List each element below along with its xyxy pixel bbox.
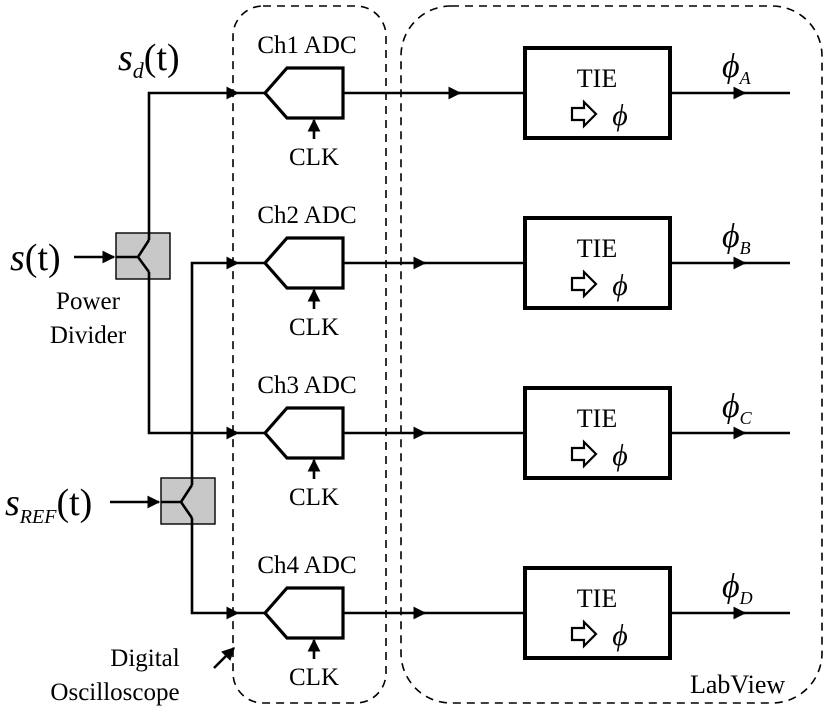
tie-phi: ϕ	[612, 269, 628, 302]
power-divider	[115, 232, 171, 280]
wire-divider-to-ch3	[147, 272, 240, 440]
channel-ch4: Ch4 ADC CLK TIE ϕ ϕD	[238, 552, 790, 691]
adc-label: Ch3 ADC	[257, 372, 356, 399]
hollow-right-arrow-icon	[570, 269, 598, 299]
adc-block	[262, 586, 345, 640]
split-signal-label: sd(t)	[118, 37, 180, 83]
channel-ch1: Ch1 ADC CLK TIE ϕ ϕA	[238, 32, 790, 171]
oscilloscope-region	[232, 5, 387, 704]
tie-block	[523, 566, 672, 660]
reference-signal-label: sREF(t)	[5, 482, 92, 528]
clk-label: CLK	[289, 664, 339, 691]
input-signal-label: s(t)	[10, 237, 61, 279]
reference-divider	[160, 477, 216, 525]
power-divider-splitter-icon	[116, 239, 151, 273]
adc-block	[262, 236, 345, 290]
tie-label: TIE	[577, 584, 617, 613]
wire-ref-to-ch2	[190, 256, 240, 485]
hollow-right-arrow-icon	[570, 619, 598, 649]
output-phase-label: ϕC	[722, 388, 753, 428]
clk-label: CLK	[289, 314, 339, 341]
power-divider-label-line1: Power	[56, 288, 121, 315]
reference-divider-splitter-icon	[161, 484, 194, 519]
power-divider-label-line2: Divider	[50, 322, 127, 349]
oscilloscope-label-line2: Oscilloscope	[50, 679, 179, 706]
tie-block	[523, 46, 672, 140]
clk-label: CLK	[289, 144, 339, 171]
tie-label: TIE	[577, 404, 617, 433]
adc-label: Ch1 ADC	[257, 32, 356, 59]
tie-phi: ϕ	[612, 619, 628, 652]
oscilloscope-label-line1: Digital	[110, 645, 179, 672]
output-phase-label: ϕB	[722, 218, 751, 258]
adc-label: Ch4 ADC	[257, 552, 356, 579]
tie-label: TIE	[577, 234, 617, 263]
tie-label: TIE	[577, 64, 617, 93]
tie-block	[523, 386, 672, 480]
tie-block	[523, 216, 672, 310]
labview-label: LabView	[690, 670, 785, 699]
adc-block	[262, 66, 345, 120]
clk-label: CLK	[289, 484, 339, 511]
oscilloscope-pointer-arrow	[213, 647, 235, 669]
channel-ch2: Ch2 ADC CLK TIE ϕ ϕB	[238, 202, 790, 341]
wire-ref-to-ch4	[190, 518, 240, 620]
adc-block	[262, 406, 345, 460]
hollow-right-arrow-icon	[570, 439, 598, 469]
tie-phi: ϕ	[612, 439, 628, 472]
labview-region	[400, 5, 823, 704]
adc-label: Ch2 ADC	[257, 202, 356, 229]
hollow-right-arrow-icon	[570, 99, 598, 129]
wire-divider-to-ch1	[147, 86, 240, 240]
output-phase-label: ϕA	[722, 48, 752, 88]
output-phase-label: ϕD	[722, 568, 753, 608]
tie-phi: ϕ	[612, 99, 628, 132]
channel-ch3: Ch3 ADC CLK TIE ϕ ϕC	[238, 372, 790, 511]
